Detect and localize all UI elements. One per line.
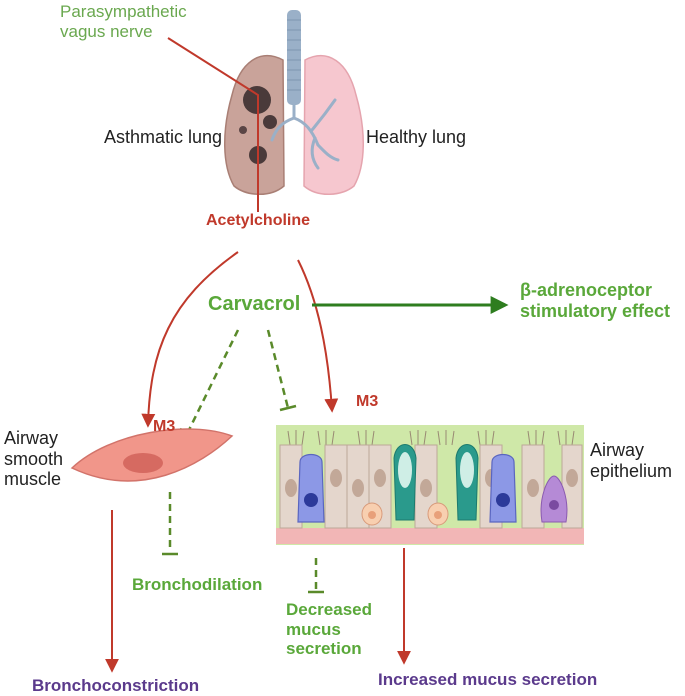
trachea: [287, 10, 301, 105]
inhibit-carvacrol-muscle: [186, 329, 240, 433]
label-bronchoconstriction: Bronchoconstriction: [32, 676, 200, 695]
label-beta-adrenoceptor: β-adrenoceptor stimulatory effect: [520, 280, 671, 321]
label-healthy-lung: Healthy lung: [366, 127, 467, 147]
label-vagus-nerve: Parasympathetic vagus nerve: [60, 2, 187, 41]
vagus-nerve-line: [167, 37, 259, 212]
label-decreased-mucus: Decreased mucus secretion: [286, 600, 373, 659]
asthmatic-lung: [224, 55, 285, 195]
arrow-ach-to-muscle: [141, 251, 239, 428]
label-airway-smooth-muscle: Airway smooth muscle: [4, 428, 64, 490]
lungs-illustration: [224, 10, 364, 195]
epithelium-cells: [276, 425, 584, 545]
smooth-muscle-cell: [70, 428, 234, 482]
label-m3-right: M3: [356, 393, 379, 410]
label-asthmatic-lung: Asthmatic lung: [104, 127, 223, 147]
label-increased-mucus: Increased mucus secretion: [378, 670, 598, 689]
label-carvacrol: Carvacrol: [208, 293, 301, 315]
label-acetylcholine: Acetylcholine: [206, 212, 311, 229]
healthy-lung: [303, 55, 364, 195]
inhibit-carvacrol-epithelium: [266, 329, 290, 409]
arrow-ach-to-epithelium: [297, 259, 339, 413]
label-m3-left: M3: [153, 418, 176, 435]
label-bronchodilation: Bronchodilation: [132, 575, 263, 594]
label-airway-epithelium: Airway epithelium: [590, 440, 673, 481]
